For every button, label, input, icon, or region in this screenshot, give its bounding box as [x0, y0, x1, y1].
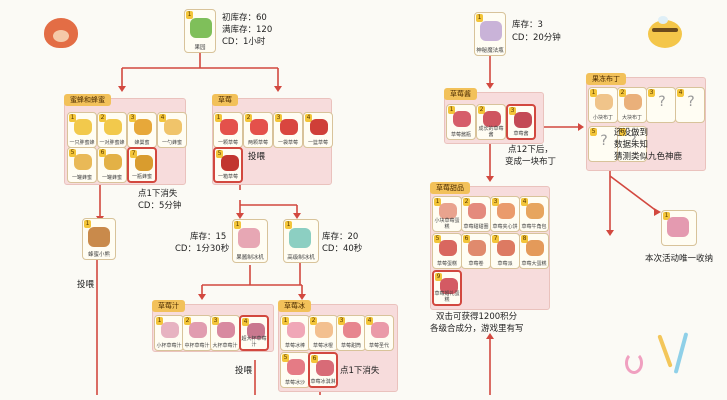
orchard-full-stock: 满库存：120	[222, 25, 273, 35]
magic-bottle-card: 1 神秘魔法瓶	[474, 12, 506, 56]
advanced-ice-machine-card: 1 高级制冰机	[283, 219, 319, 263]
pudding-note-line3: 猜测类似九色神鹿	[614, 152, 683, 162]
orchard-name: 果园	[194, 45, 206, 51]
pudding-group-title: 果冻布丁	[586, 73, 626, 85]
advanced-ice-machine-cd: CD：40秒	[322, 244, 363, 254]
bee-sticker-icon	[648, 16, 682, 48]
doodle-decoration-icon	[625, 330, 725, 400]
jam-ice-machine-name: 果酱制冰机	[236, 255, 264, 261]
pudding-unknown-item: 6?	[617, 126, 647, 162]
juice-group-title: 草莓汁	[152, 300, 185, 312]
magic-bottle-cd: CD：20分钟	[512, 33, 561, 43]
jam-group-title: 草莓酱	[444, 88, 477, 100]
honey-bear-icon	[88, 227, 110, 247]
pudding-note-line2: 数据未知	[614, 140, 649, 150]
orchard-icon	[190, 18, 212, 38]
advanced-ice-machine-stock: 库存：20	[322, 232, 359, 242]
ice-group-title: 草莓冰	[278, 300, 311, 312]
bear-sticker-icon	[44, 18, 78, 48]
jam-note-line2: 变成一块布丁	[505, 157, 557, 167]
orchard-card: 1 果园	[184, 9, 216, 53]
advanced-ice-machine-name: 高级制冰机	[287, 255, 315, 261]
jam-note-line1: 点12下后，	[508, 145, 553, 155]
ice-note: 点1下消失	[340, 366, 380, 376]
orchard-initial-stock: 初库存：60	[222, 13, 267, 23]
magic-bottle-stock: 库存：3	[512, 20, 543, 30]
magic-bottle-name: 神秘魔法瓶	[476, 48, 504, 54]
jam-ice-machine-icon	[238, 228, 260, 248]
magic-bottle-icon	[480, 21, 502, 41]
dessert-group-title: 草莓甜品	[430, 182, 470, 194]
dessert-note-line2: 各级合成分，游戏里有写	[430, 324, 524, 334]
honey-note-line2: CD：5分钟	[138, 201, 182, 211]
pudding-unknown-item: 3?	[646, 87, 676, 123]
advanced-ice-machine-icon	[289, 228, 311, 248]
pudding-note-line1: 还没做到	[614, 128, 649, 138]
pudding-unknown-item: 5?	[588, 126, 618, 162]
pudding-unknown-item: 4?	[675, 87, 705, 123]
honey-bear-name: 蜂蜜小熊	[87, 252, 110, 258]
strawberry-group-title: 草莓	[212, 94, 238, 106]
feed-label-juice: 投喂	[235, 366, 253, 376]
reward-icon	[667, 217, 689, 237]
jam-ice-machine-stock: 库存：15	[190, 232, 227, 242]
jam-ice-machine-cd: CD：1分30秒	[175, 244, 230, 254]
honey-bear-card: 1 蜂蜜小熊	[82, 218, 116, 260]
honey-group-title: 蜜蜂和蜂蜜	[64, 94, 111, 106]
orchard-cd: CD：1小时	[222, 37, 266, 47]
honey-note-line1: 点1下消失	[138, 189, 178, 199]
feed-label-strawberry: 投喂	[248, 152, 266, 162]
reward-card: 1	[661, 210, 697, 246]
reward-label: 本次活动唯一收纳	[645, 254, 714, 264]
feed-label-bear: 投喂	[77, 280, 95, 290]
dessert-note-line1: 双击可获得1200积分	[436, 312, 518, 322]
jam-ice-machine-card: 1 果酱制冰机	[232, 219, 268, 263]
